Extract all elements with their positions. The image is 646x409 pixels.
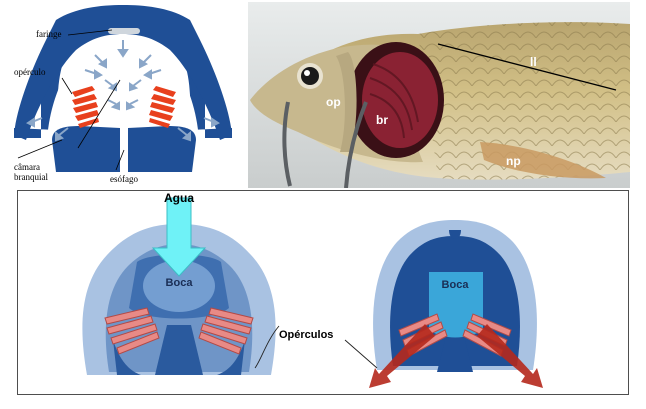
probes [282, 101, 368, 188]
label-camara: câmara [14, 162, 40, 172]
label-operculos: Opérculos [279, 329, 333, 341]
top-view-diagram: faringe opérculo câmara branquial esófag… [0, 0, 246, 198]
label-boca-right: Boca [442, 279, 470, 291]
left-lower-lobe [52, 126, 120, 172]
left-outflow-arrow [369, 324, 435, 388]
operculum-flap [336, 52, 357, 152]
left-diagram-gills-right [198, 307, 254, 355]
label-branquial: branquial [14, 172, 48, 182]
flow-diagrams-svg: Agua Boca Boca [17, 190, 629, 395]
fish-photo-svg: op br ll np [248, 2, 630, 188]
label-faringe: faringe [36, 29, 61, 39]
pectoral-fin [480, 142, 606, 179]
top-view-svg: faringe opérculo câmara branquial esófag… [14, 5, 232, 184]
right-outflow-arrow [477, 324, 543, 388]
label-op: op [326, 95, 341, 109]
right-cross-section: Boca [369, 220, 543, 388]
label-operculo: opérculo [14, 67, 46, 77]
label-agua: Agua [164, 191, 194, 205]
left-gills [72, 86, 99, 128]
left-throat [155, 325, 203, 375]
left-cross-section: Agua Boca [82, 191, 276, 375]
flow-diagrams: Agua Boca Boca [17, 190, 629, 395]
label-ll: ll [530, 55, 537, 69]
lateral-line [437, 43, 617, 91]
head-shape [14, 5, 232, 140]
pharynx-roof [108, 28, 140, 34]
left-diagram-gills-left [104, 307, 160, 355]
water-inflow-arrow [151, 197, 207, 277]
label-esofago: esófago [110, 174, 138, 184]
right-lower-lobe [128, 126, 196, 172]
label-boca-left: Boca [166, 277, 194, 289]
label-br: br [376, 113, 388, 127]
operculos-leaders [254, 325, 378, 369]
fish-photo: op br ll np [248, 2, 630, 188]
right-gills [149, 86, 176, 128]
leader-lines [17, 29, 125, 171]
head-outline [14, 10, 232, 138]
water-flow-arrows [26, 40, 220, 142]
label-np: np [506, 154, 521, 168]
right-mouth [429, 272, 483, 338]
